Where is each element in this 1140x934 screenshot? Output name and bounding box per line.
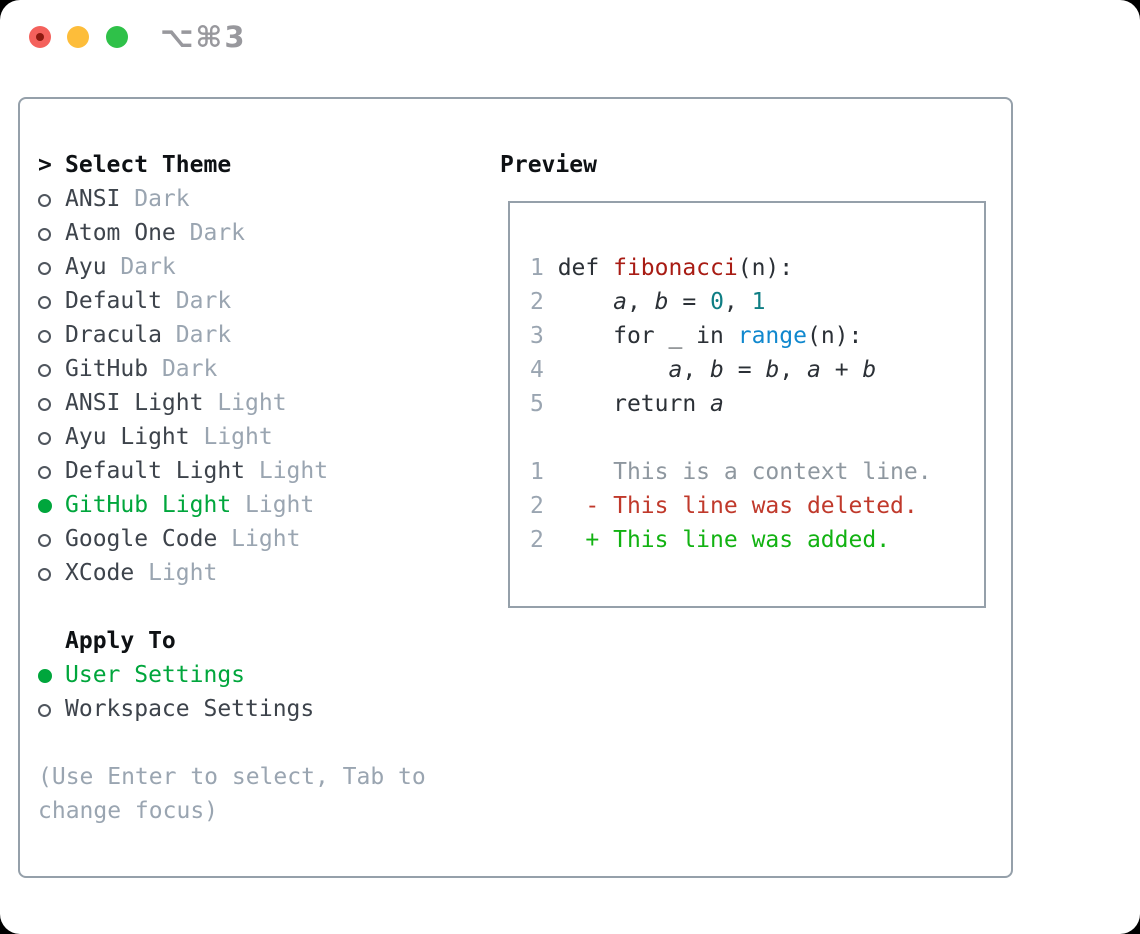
preview-pane: 1 def fibonacci(n): 2 a, b = 0, 1 3 for _ … bbox=[508, 201, 986, 608]
theme-option-github-light[interactable]: GitHub Light Light bbox=[38, 488, 426, 522]
apply-to-heading: Apply To bbox=[38, 624, 426, 658]
theme-option-ansi-light[interactable]: ANSI Light Light bbox=[38, 386, 426, 420]
option-label: User Settings bbox=[65, 662, 246, 688]
preview-line: 5 return a bbox=[530, 391, 724, 417]
theme-option-default-light[interactable]: Default Light Light bbox=[38, 454, 426, 488]
radio-icon bbox=[38, 420, 65, 454]
option-label: Dracula bbox=[65, 322, 162, 348]
option-label: ANSI bbox=[65, 186, 121, 212]
radio-icon bbox=[38, 386, 65, 420]
radio-icon bbox=[38, 284, 65, 318]
radio-icon bbox=[38, 522, 65, 556]
radio-icon bbox=[38, 352, 65, 386]
help-text: (Use Enter to select, Tab to change focu… bbox=[38, 760, 426, 828]
radio-icon bbox=[38, 556, 65, 590]
preview-line: 4 a, b = b, a + b bbox=[530, 357, 877, 383]
radio-icon bbox=[38, 318, 65, 352]
theme-option-google-code[interactable]: Google Code Light bbox=[38, 522, 426, 556]
preview-heading: Preview bbox=[500, 152, 597, 178]
apply-option-workspace-settings[interactable]: Workspace Settings bbox=[38, 692, 426, 726]
option-variant-label: Light bbox=[203, 390, 287, 416]
theme-option-ansi[interactable]: ANSI Dark bbox=[38, 182, 426, 216]
option-variant-label: Dark bbox=[161, 288, 232, 314]
apply-option-user-settings[interactable]: User Settings bbox=[38, 658, 426, 692]
option-label: Ayu Light bbox=[65, 424, 190, 450]
minimize-button[interactable] bbox=[67, 26, 89, 48]
zoom-button[interactable] bbox=[106, 26, 128, 48]
preview-line: 1 def fibonacci(n): bbox=[530, 255, 794, 281]
close-button-dot-icon bbox=[36, 33, 44, 41]
theme-option-atom-one[interactable]: Atom One Dark bbox=[38, 216, 426, 250]
option-variant-label: Dark bbox=[106, 254, 176, 280]
theme-option-dracula[interactable]: Dracula Dark bbox=[38, 318, 426, 352]
preview-line: 3 for _ in range(n): bbox=[530, 323, 863, 349]
option-label: ANSI Light bbox=[65, 390, 204, 416]
option-label: XCode bbox=[65, 560, 135, 586]
option-variant-label: Dark bbox=[148, 356, 218, 382]
preview-code: 1 def fibonacci(n): 2 a, b = 0, 1 3 for _ … bbox=[510, 203, 984, 557]
option-variant-label: Dark bbox=[120, 186, 190, 212]
option-label: Default Light bbox=[65, 458, 246, 484]
option-variant-label: Dark bbox=[175, 220, 246, 246]
radio-icon bbox=[38, 182, 65, 216]
option-label: GitHub bbox=[65, 356, 149, 382]
option-variant-label: Light bbox=[231, 492, 315, 518]
option-label: Atom One bbox=[65, 220, 176, 246]
option-label: GitHub Light bbox=[65, 492, 232, 518]
radio-selected-icon bbox=[38, 658, 65, 692]
radio-icon bbox=[38, 250, 65, 284]
theme-option-ayu[interactable]: Ayu Dark bbox=[38, 250, 426, 284]
apply-to-heading-label: Apply To bbox=[65, 628, 176, 654]
option-variant-label: Dark bbox=[161, 322, 232, 348]
close-button[interactable] bbox=[29, 26, 51, 48]
option-label: Google Code bbox=[65, 526, 218, 552]
focus-prompt-icon: > bbox=[38, 152, 52, 178]
radio-selected-icon bbox=[38, 488, 65, 522]
theme-option-github[interactable]: GitHub Dark bbox=[38, 352, 426, 386]
option-variant-label: Light bbox=[189, 424, 273, 450]
option-label: Default bbox=[65, 288, 162, 314]
radio-icon bbox=[38, 454, 65, 488]
preview-line: 2 + This line was added. bbox=[530, 527, 891, 553]
preview-blank-line bbox=[530, 421, 984, 455]
preview-line: 1 This is a context line. bbox=[530, 459, 932, 485]
option-variant-label: Light bbox=[217, 526, 301, 552]
help-text-line: (Use Enter to select, Tab to bbox=[38, 764, 426, 790]
radio-icon bbox=[38, 216, 65, 250]
option-label: Workspace Settings bbox=[65, 696, 315, 722]
theme-option-default[interactable]: Default Dark bbox=[38, 284, 426, 318]
window-title: ⌥⌘3 bbox=[160, 20, 247, 54]
select-theme-heading-label: Select Theme bbox=[65, 152, 232, 178]
theme-option-ayu-light[interactable]: Ayu Light Light bbox=[38, 420, 426, 454]
preview-line: 2 - This line was deleted. bbox=[530, 493, 918, 519]
option-variant-label: Light bbox=[245, 458, 329, 484]
help-text-line: change focus) bbox=[38, 798, 219, 824]
option-label: Ayu bbox=[65, 254, 107, 280]
select-theme-heading: > Select Theme bbox=[38, 148, 426, 182]
radio-icon bbox=[38, 692, 65, 726]
theme-option-xcode[interactable]: XCode Light bbox=[38, 556, 426, 590]
preview-line: 2 a, b = 0, 1 bbox=[530, 289, 766, 315]
option-variant-label: Light bbox=[134, 560, 218, 586]
